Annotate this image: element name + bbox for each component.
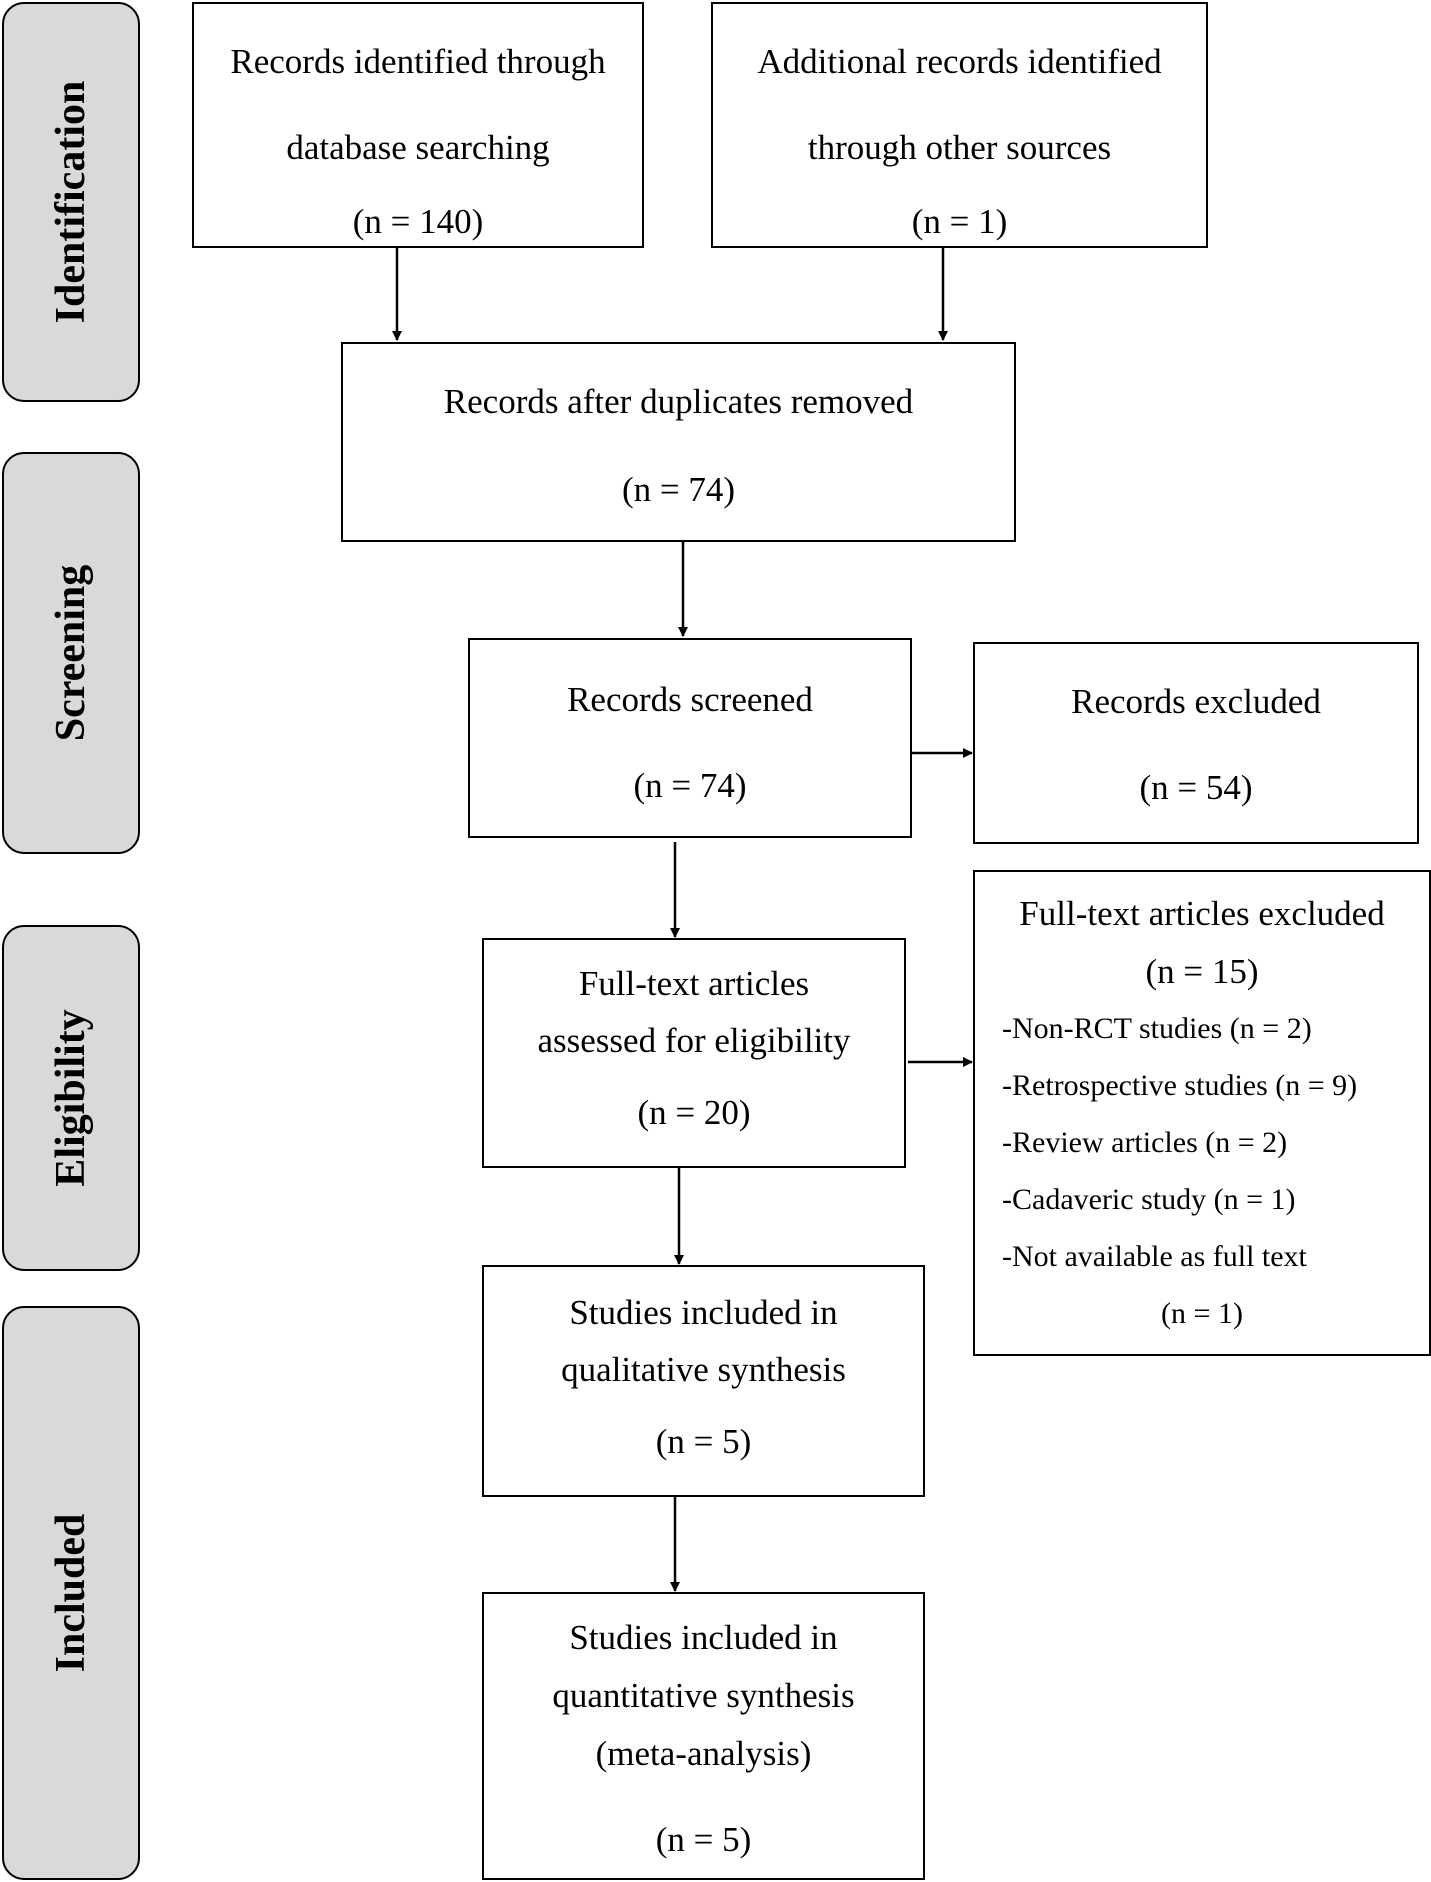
phase-included-label: Included — [48, 1513, 94, 1673]
exclusion-reason: -Cadaveric study (n = 1) — [1002, 1183, 1296, 1216]
exclusion-reason: -Review articles (n = 2) — [1002, 1126, 1288, 1159]
box-records-excluded: Records excluded (n = 54) — [973, 642, 1419, 844]
box-fulltext-assessed-line2: assessed for eligibility — [537, 1021, 851, 1060]
exclusion-reason: -Non-RCT studies (n = 2) — [1002, 1012, 1312, 1045]
box-quantitative-line3: (meta-analysis) — [595, 1734, 812, 1773]
phase-screening: Screening — [2, 452, 140, 854]
box-other-sources-line2: through other sources — [807, 128, 1112, 167]
box-fulltext-excluded-line1: Full-text articles excluded — [1019, 894, 1385, 933]
box-records-excluded-count: (n = 54) — [1139, 768, 1253, 807]
box-qualitative-synthesis: Studies included in qualitative synthesi… — [482, 1265, 925, 1497]
box-other-sources-line1: Additional records identified — [757, 42, 1162, 81]
box-quantitative-line1: Studies included in — [569, 1618, 838, 1657]
phase-eligibility-label: Eligibility — [48, 1009, 94, 1187]
box-database-count: (n = 140) — [352, 202, 484, 241]
box-after-duplicates: Records after duplicates removed (n = 74… — [341, 342, 1016, 542]
box-fulltext-assessed-count: (n = 20) — [637, 1093, 751, 1132]
box-other-sources: Additional records identified through ot… — [711, 2, 1208, 248]
box-database-line2: database searching — [286, 128, 550, 167]
box-records-screened: Records screened (n = 74) — [468, 638, 912, 838]
box-fulltext-assessed-line1: Full-text articles — [578, 964, 810, 1003]
box-records-screened-count: (n = 74) — [633, 766, 747, 805]
box-quantitative-line2: quantitative synthesis — [552, 1676, 855, 1715]
box-qualitative-line2: qualitative synthesis — [561, 1350, 846, 1389]
box-quantitative-synthesis: Studies included in quantitative synthes… — [482, 1592, 925, 1880]
phase-included: Included — [2, 1306, 140, 1880]
box-qualitative-count: (n = 5) — [655, 1422, 752, 1461]
box-quantitative-count: (n = 5) — [655, 1820, 752, 1859]
phase-eligibility: Eligibility — [2, 925, 140, 1271]
phase-identification: Identification — [2, 2, 140, 402]
exclusion-reason-tail: (n = 1) — [1161, 1297, 1243, 1330]
box-after-duplicates-count: (n = 74) — [621, 470, 736, 509]
box-fulltext-excluded: Full-text articles excluded (n = 15) -No… — [973, 870, 1431, 1356]
box-records-excluded-line1: Records excluded — [1071, 682, 1321, 721]
box-other-sources-count: (n = 1) — [911, 202, 1008, 241]
phase-screening-label: Screening — [48, 564, 94, 742]
box-database-line1: Records identified through — [230, 42, 606, 81]
exclusion-reason: -Retrospective studies (n = 9) — [1002, 1069, 1358, 1102]
box-fulltext-excluded-count: (n = 15) — [1145, 952, 1259, 991]
box-after-duplicates-line1: Records after duplicates removed — [443, 382, 914, 421]
box-fulltext-assessed: Full-text articles assessed for eligibil… — [482, 938, 906, 1168]
box-records-screened-line1: Records screened — [567, 680, 813, 719]
box-qualitative-line1: Studies included in — [569, 1293, 838, 1332]
box-database-records: Records identified through database sear… — [192, 2, 644, 248]
phase-identification-label: Identification — [48, 80, 94, 324]
exclusion-reason: -Not available as full text — [1002, 1240, 1307, 1273]
